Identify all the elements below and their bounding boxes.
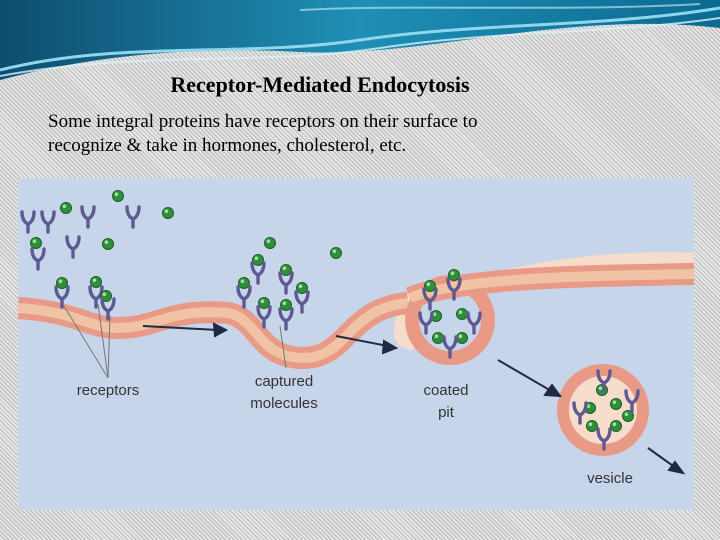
intro-line-1: Some integral proteins have receptors on…	[48, 111, 478, 132]
slide-intro: Some integral proteins have receptors on…	[48, 110, 648, 158]
label-coated-pit-1: coated	[423, 382, 468, 399]
endocytosis-figure: receptors captured molecules coated pit …	[18, 178, 694, 510]
cytoplasm	[18, 178, 694, 510]
extracellular-space	[18, 178, 694, 350]
intro-line-2: recognize & take in hormones, cholestero…	[48, 135, 407, 156]
label-captured-2: molecules	[250, 395, 318, 412]
slide-title: Receptor-Mediated Endocytosis	[170, 72, 470, 97]
label-vesicle: vesicle	[587, 470, 633, 487]
title-banner	[0, 0, 720, 80]
process-arrows	[142, 322, 686, 475]
plasma-membrane-inner	[18, 298, 409, 364]
label-captured-1: captured	[255, 373, 313, 390]
label-receptors: receptors	[77, 382, 140, 399]
label-coated-pit-2: pit	[438, 404, 455, 421]
